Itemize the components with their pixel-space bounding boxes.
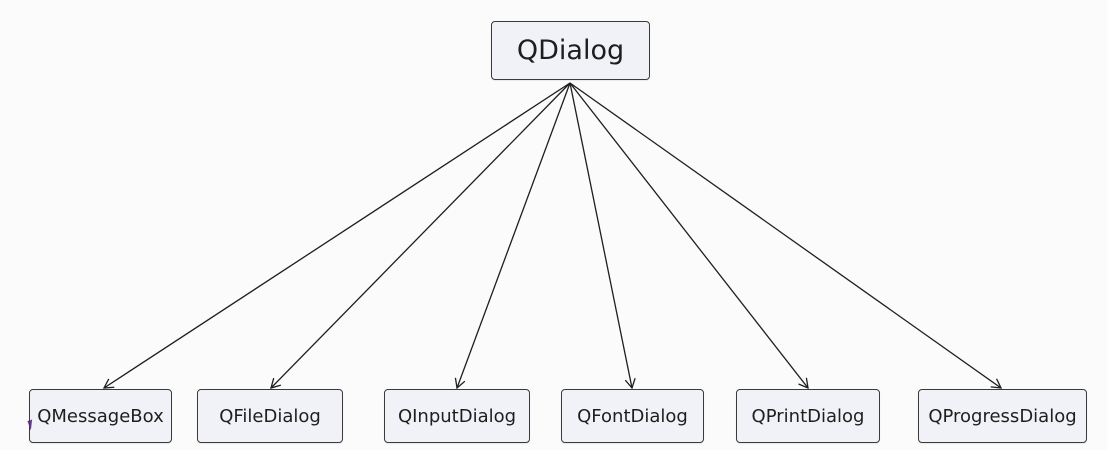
node-qmessagebox: QMessageBox — [29, 389, 172, 443]
edge-qdialog-to-qfiledialog — [270, 82, 571, 389]
edge-qdialog-to-qfontdialog — [569, 82, 636, 390]
node-qdialog: QDialog — [491, 21, 650, 80]
node-qfontdialog: QFontDialog — [561, 389, 704, 443]
node-qinputdialog: QInputDialog — [384, 389, 530, 443]
node-qprintdialog: QPrintDialog — [736, 389, 880, 443]
edge-qdialog-to-qprogressdialog — [569, 82, 1003, 389]
edge-qdialog-to-qinputdialog — [454, 82, 571, 390]
node-qfiledialog: QFileDialog — [197, 389, 343, 443]
edge-qdialog-to-qmessagebox — [102, 82, 571, 389]
edge-qdialog-to-qprintdialog — [569, 82, 809, 390]
node-qprogressdialog: QProgressDialog — [918, 389, 1087, 443]
